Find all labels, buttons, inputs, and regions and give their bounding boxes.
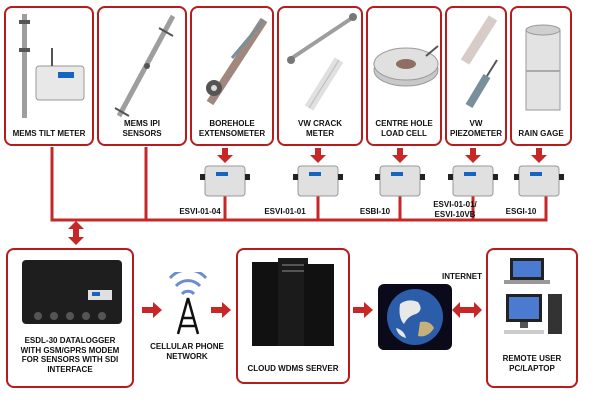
crack-meter-image [287, 13, 357, 111]
internet-label: INTERNET [442, 272, 482, 281]
sensor-label-raingage: RAIN GAGE [518, 128, 564, 138]
sensor-card-loadcell[interactable]: CENTRE HOLE LOAD CELL [366, 6, 442, 146]
borehole-extensometer-image [206, 17, 268, 106]
interface-label-esvi-10vb: ESVI-01-01/ ESVI-10VB [433, 200, 477, 219]
sensor-label-loadcell: CENTRE HOLE LOAD CELL [375, 119, 433, 138]
remote-user-card[interactable]: REMOTE USER PC/LAPTOP [486, 248, 578, 388]
datalogger-card[interactable]: ESDL-30 DATALOGGER WITH GSM/GPRS MODEM F… [6, 248, 134, 388]
sensor-card-crack[interactable]: VW CRACK METER [277, 6, 363, 146]
rain-gage-image [525, 24, 561, 111]
sensor-label-ipi: MEMS IPI SENSORS [122, 119, 162, 138]
datalogger-label: ESDL-30 DATALOGGER WITH GSM/GPRS MODEM F… [20, 336, 120, 374]
remote-pc-image [504, 258, 562, 334]
server-label: CLOUD WDMS SERVER [247, 364, 339, 373]
sensor-label-crack: VW CRACK METER [298, 119, 342, 138]
sensor-label-borehole: BOREHOLE EXTENSOMETER [198, 119, 266, 138]
network-label: CELLULAR PHONE NETWORK [150, 342, 224, 361]
junction-box-esbi-10[interactable] [375, 165, 425, 197]
datalogger-image [22, 260, 122, 324]
bottom-flow-arrows [142, 302, 482, 318]
sensor-card-borehole[interactable]: BOREHOLE EXTENSOMETER [190, 6, 274, 146]
cell-tower-icon [168, 272, 208, 335]
interface-label-esvi-01-04: ESVI-01-04 [179, 207, 221, 216]
sensor-label-tilt: MEMS TILT METER [12, 128, 86, 138]
server-card[interactable]: CLOUD WDMS SERVER [236, 248, 350, 384]
junction-box-esvi-01-01[interactable] [293, 165, 343, 197]
remote-user-label: REMOTE USER PC/LAPTOP [502, 354, 562, 373]
interface-label-esgi-10: ESGI-10 [505, 207, 537, 216]
sensor-to-box-arrows [217, 148, 547, 163]
junction-box-esgi-10[interactable] [514, 165, 564, 197]
sensor-card-piezo[interactable]: VW PIEZOMETER [445, 6, 507, 146]
tilt-meter-image [19, 14, 85, 118]
server-rack-image [252, 258, 334, 346]
sensor-card-ipi[interactable]: MEMS IPI SENSORS [97, 6, 187, 146]
sensor-label-piezo: VW PIEZOMETER [449, 119, 502, 138]
junction-box-esvi-10vb[interactable] [448, 165, 498, 197]
globe-image [378, 284, 452, 350]
ipi-sensor-image [114, 14, 176, 118]
junction-box-esvi-01-04[interactable] [200, 165, 250, 197]
interface-label-esvi-01-01: ESVI-01-01 [264, 207, 306, 216]
interface-label-esbi-10: ESBI-10 [359, 207, 391, 216]
sensor-card-raingage[interactable]: RAIN GAGE [510, 6, 572, 146]
load-cell-image [373, 45, 439, 87]
sensor-bus-line [50, 147, 548, 222]
piezometer-image [460, 15, 498, 109]
bus-datalogger-arrow [68, 221, 84, 245]
sensor-card-tilt[interactable]: MEMS TILT METER [4, 6, 94, 146]
